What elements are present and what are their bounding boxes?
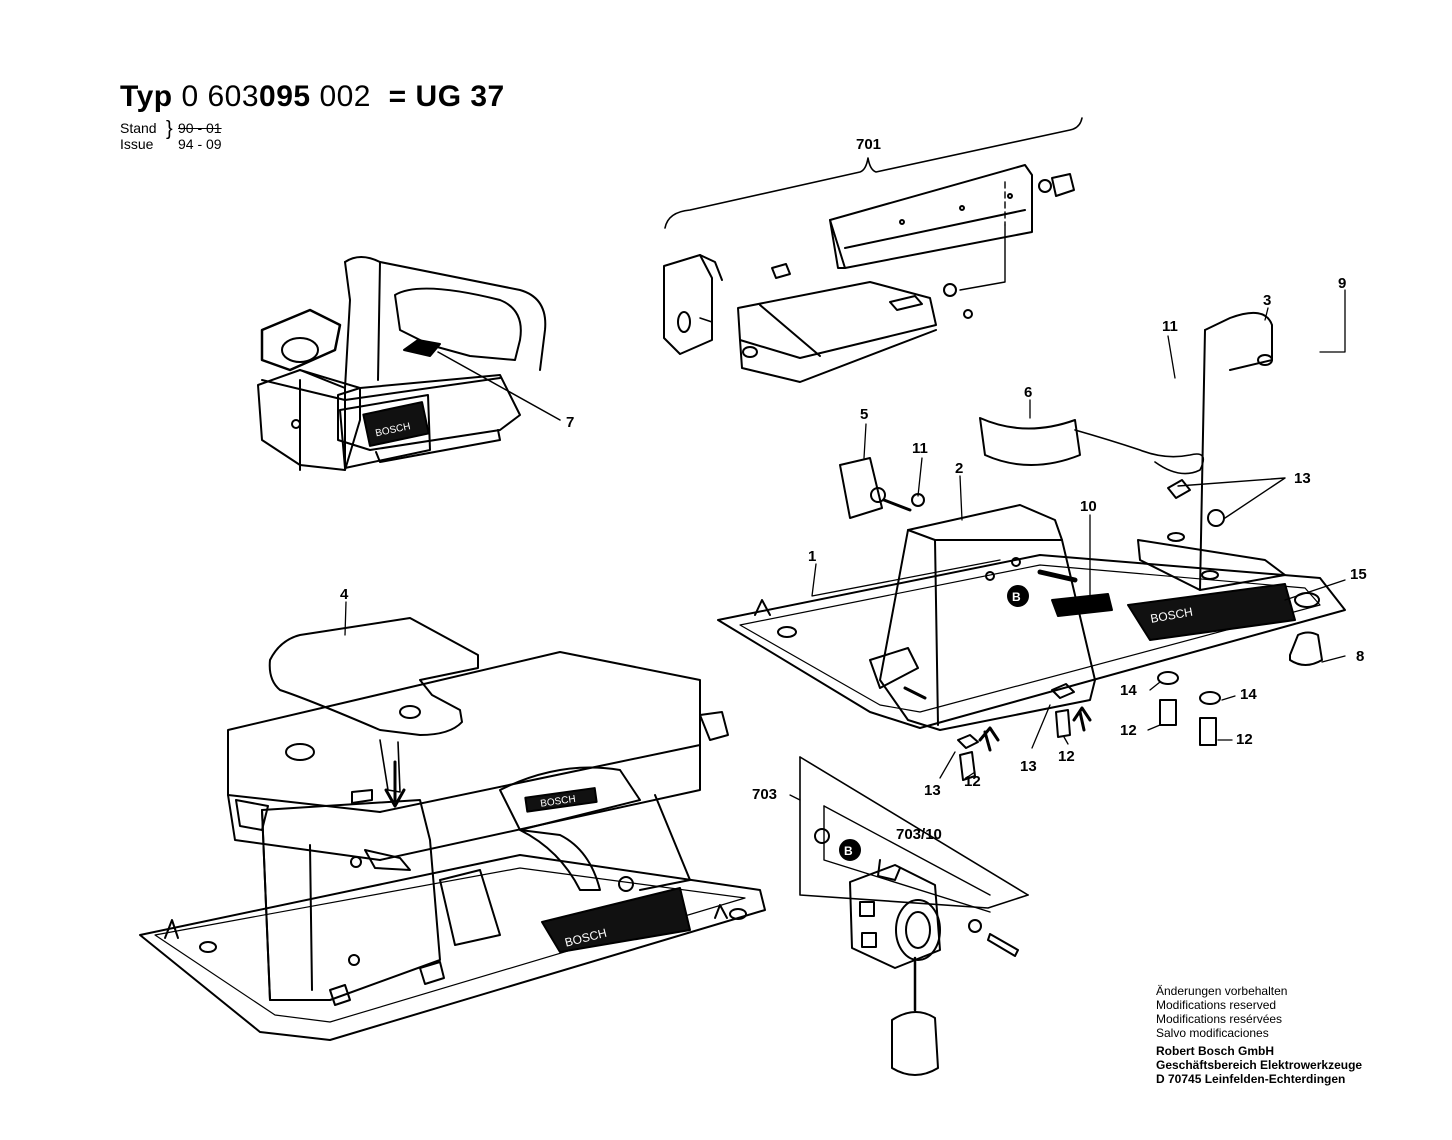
typ-number-middle: 095 xyxy=(259,80,311,113)
bench-planer-brand-label: BOSCH xyxy=(540,794,577,810)
callout-9: 9 xyxy=(1338,275,1347,292)
callout-703: 703 xyxy=(752,786,778,803)
type-heading: Typ 0 603095 002 = UG 37 xyxy=(120,80,505,114)
footer-company: Robert Bosch GmbH xyxy=(1156,1044,1275,1058)
callout-1: 1 xyxy=(808,548,817,565)
planer-overview: BOSCH xyxy=(257,256,561,471)
callout-14-left: 14 xyxy=(1120,682,1137,699)
marker-b-lower: B xyxy=(844,844,853,858)
footer-de: Änderungen vorbehalten xyxy=(1156,984,1288,998)
header-brace: } xyxy=(166,118,173,140)
switch-assembly-703: B xyxy=(799,756,1029,1076)
callout-5: 5 xyxy=(860,406,869,423)
callout-10: 10 xyxy=(1080,498,1097,515)
stand-label: Stand xyxy=(120,120,157,136)
callout-13-middle: 13 xyxy=(1020,758,1037,775)
footer-es: Salvo modificaciones xyxy=(1156,1026,1269,1040)
callout-4: 4 xyxy=(340,586,349,603)
callout-11-lower: 11 xyxy=(912,440,928,457)
callout-12-right-a: 12 xyxy=(1120,722,1137,739)
callout-11-upper: 11 xyxy=(1162,318,1178,335)
issue-value: 94 - 09 xyxy=(178,136,222,152)
marker-b-upper: B xyxy=(1012,590,1021,604)
bench-stand-assembly: BOSCH BOSCH xyxy=(139,617,766,1041)
callout-13-upper: 13 xyxy=(1294,470,1311,487)
callout-2: 2 xyxy=(955,460,964,477)
typ-number-suffix: 002 xyxy=(319,80,371,113)
footer-fr: Modifications resérvées xyxy=(1156,1012,1283,1026)
callout-12-right-b: 12 xyxy=(1236,731,1253,748)
callout-7: 7 xyxy=(566,414,575,431)
footer-en: Modifications reserved xyxy=(1156,998,1277,1012)
callout-13-lower: 13 xyxy=(924,782,941,799)
callout-3: 3 xyxy=(1263,292,1272,309)
callout-14-right: 14 xyxy=(1240,686,1257,703)
callout-703-10: 703/10 xyxy=(896,826,942,843)
typ-label: Typ xyxy=(120,80,173,113)
issue-label: Issue xyxy=(120,136,154,152)
footer-address: D 70745 Leinfelden-Echterdingen xyxy=(1156,1072,1346,1086)
callout-12-middle: 12 xyxy=(1058,748,1075,765)
leader-lines xyxy=(344,289,1346,801)
model-designation: = UG 37 xyxy=(388,80,505,113)
footer-division: Geschäftsbereich Elektrowerkzeuge xyxy=(1156,1058,1363,1072)
callout-6: 6 xyxy=(1024,384,1033,401)
bracket-701-group xyxy=(663,117,1083,383)
callout-701: 701 xyxy=(856,136,882,153)
callout-8: 8 xyxy=(1356,648,1365,665)
typ-number-prefix: 0 603 xyxy=(181,80,260,113)
callout-15: 15 xyxy=(1350,566,1367,583)
callout-12-left: 12 xyxy=(964,773,981,790)
base-plate-assembly: BOSCH B xyxy=(717,311,1346,781)
stand-value: 90 - 01 xyxy=(178,120,222,136)
